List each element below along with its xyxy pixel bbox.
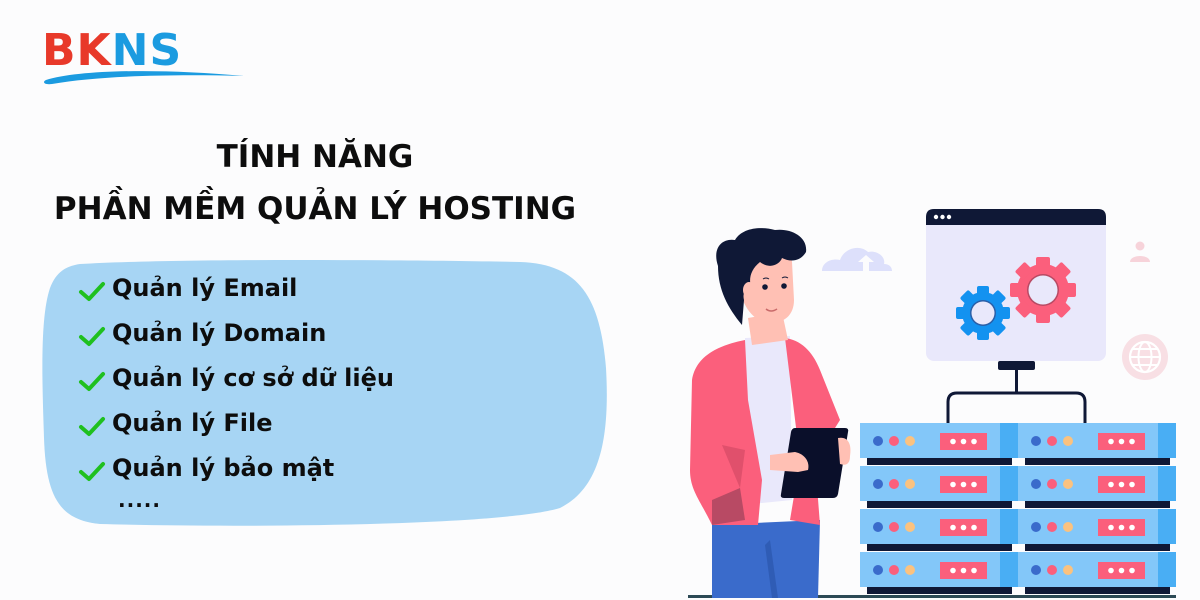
tablet-icon <box>780 428 849 498</box>
feature-label: Quản lý cơ sở dữ liệu <box>112 364 394 392</box>
check-icon <box>79 327 105 346</box>
gear-icon-blue <box>956 286 1010 340</box>
check-icon <box>79 372 105 391</box>
check-icon <box>79 282 105 301</box>
feature-label: Quản lý Email <box>112 274 298 302</box>
floor-line <box>688 595 1176 598</box>
list-item: Quản lý Email <box>78 268 297 308</box>
logo-text: BKNS <box>42 25 183 76</box>
list-item: Quản lý bảo mật <box>78 448 334 488</box>
list-item: Quản lý Domain <box>78 313 326 353</box>
server-row <box>860 466 1176 508</box>
monitor-window <box>926 209 1106 423</box>
globe-icon <box>1122 334 1168 380</box>
page-title-line-1: TÍNH NĂNG <box>216 139 414 175</box>
person-figure <box>690 228 851 598</box>
check-icon <box>79 417 105 436</box>
more-ellipsis: ..... <box>118 488 161 512</box>
server-led-lights <box>873 433 1145 579</box>
list-item: Quản lý File <box>78 403 272 443</box>
feature-label: Quản lý bảo mật <box>112 454 335 482</box>
gear-icon-red <box>1010 257 1076 323</box>
server-rack <box>860 423 1176 594</box>
server-row <box>860 423 1176 465</box>
cloud-upload-icon <box>822 247 892 271</box>
server-row <box>860 552 1176 594</box>
bkns-logo: BKNS <box>38 26 248 88</box>
check-icon <box>79 462 105 481</box>
logo-swoosh-icon <box>44 71 244 85</box>
feature-label: Quản lý Domain <box>112 319 327 347</box>
feature-panel-background <box>42 260 607 526</box>
page-title-line-2: PHẦN MỀM QUẢN LÝ HOSTING <box>53 191 577 227</box>
list-item: Quản lý cơ sở dữ liệu <box>78 358 394 398</box>
server-row <box>860 509 1176 551</box>
feature-label: Quản lý File <box>112 409 273 437</box>
user-icon <box>1130 241 1150 262</box>
